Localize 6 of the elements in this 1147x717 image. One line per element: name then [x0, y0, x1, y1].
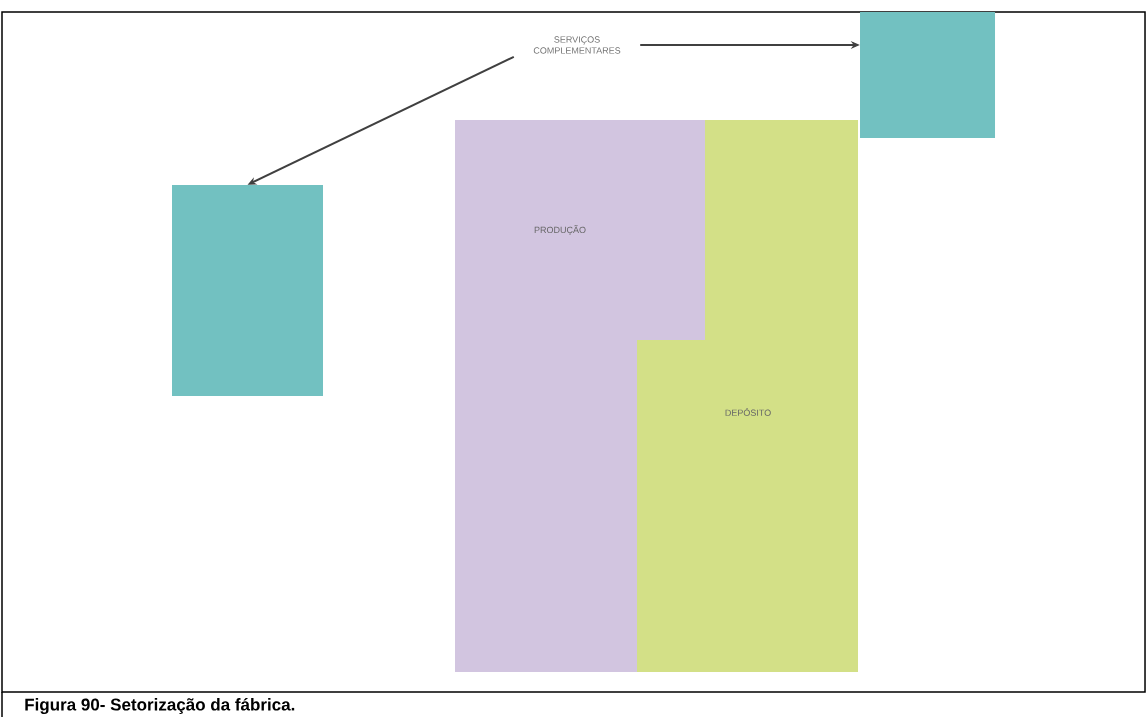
area-label: SERVIÇOS COMPLEMENTARES [533, 36, 621, 54]
service-area [860, 12, 995, 138]
zone-area: DEPÓSITO [637, 120, 858, 672]
service-area [172, 185, 323, 396]
caption: Figura 90- Setorização da fábrica. [25, 697, 295, 715]
zone-area: PRODUÇÃO [455, 120, 705, 672]
